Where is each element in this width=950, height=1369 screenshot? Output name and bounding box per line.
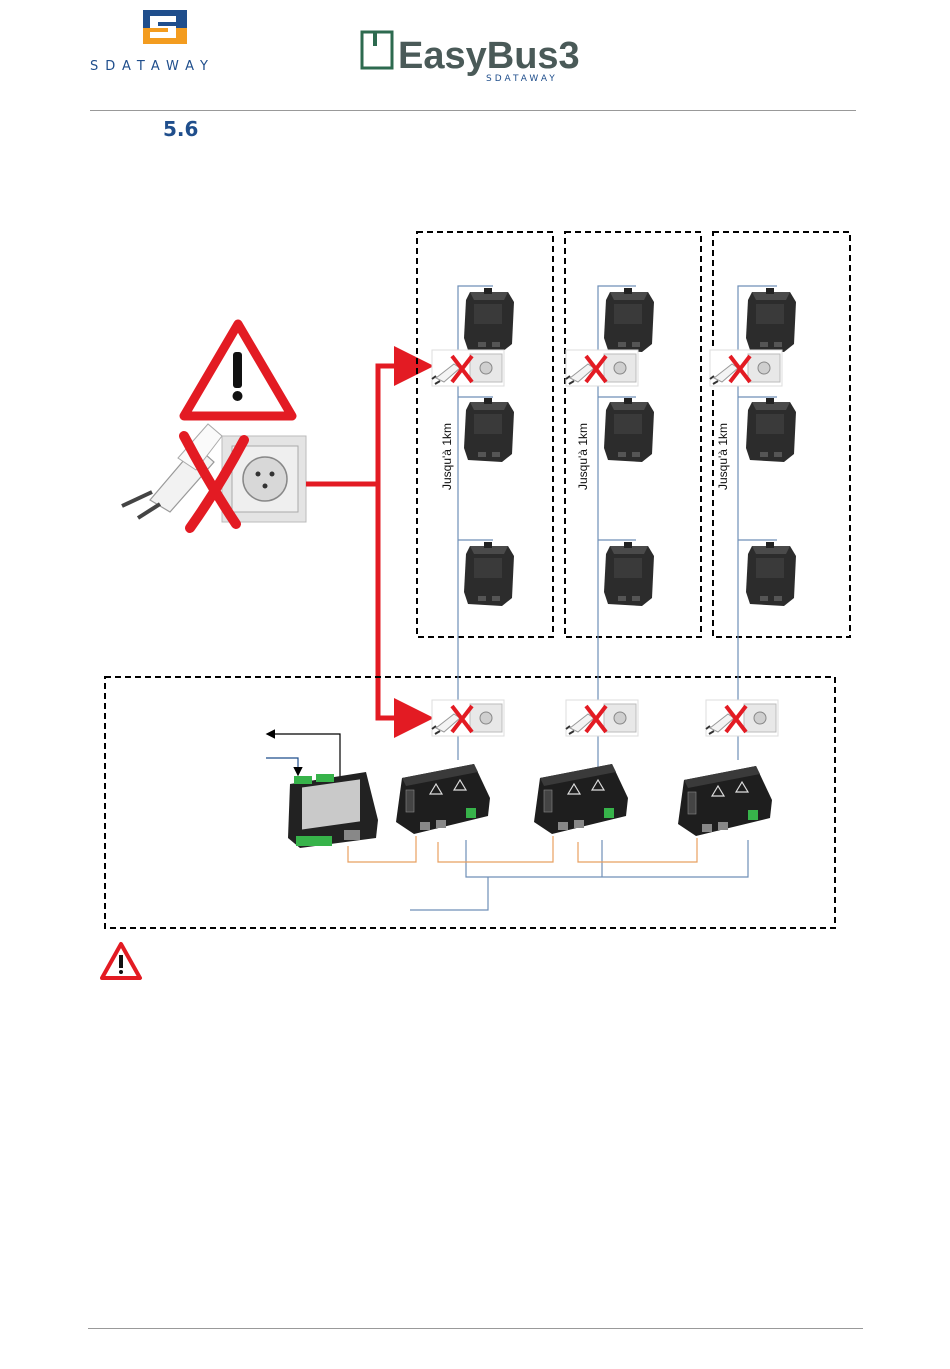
easybus-module-icon <box>396 764 490 834</box>
easybus-module-icon <box>534 764 628 834</box>
plug-cross-icon <box>566 350 638 386</box>
energy-meter-icon <box>746 398 796 462</box>
footer-divider <box>88 1328 863 1329</box>
large-plug-socket-icon <box>122 424 306 528</box>
energy-meter-icon <box>604 398 654 462</box>
plug-cross-icon <box>432 350 504 386</box>
plug-cross-icon <box>710 350 782 386</box>
energy-meter-icon <box>746 288 796 352</box>
small-warning-triangle-icon <box>102 944 140 978</box>
energy-meter-icon <box>464 398 514 462</box>
distance-label: Jusqu'à 1km <box>716 423 730 490</box>
controller-icon <box>288 772 378 848</box>
energy-meter-icon <box>464 288 514 352</box>
easybus-module-icon <box>678 766 772 836</box>
plug-cross-icon <box>432 700 504 736</box>
energy-meter-icon <box>746 542 796 606</box>
energy-meter-icon <box>604 542 654 606</box>
distance-label: Jusqu'à 1km <box>576 423 590 490</box>
warning-triangle-icon <box>184 324 292 416</box>
energy-meter-icon <box>604 288 654 352</box>
plug-cross-icon <box>566 700 638 736</box>
energy-meter-icon <box>464 542 514 606</box>
plug-cross-icon <box>706 700 778 736</box>
distance-label: Jusqu'à 1km <box>440 423 454 490</box>
